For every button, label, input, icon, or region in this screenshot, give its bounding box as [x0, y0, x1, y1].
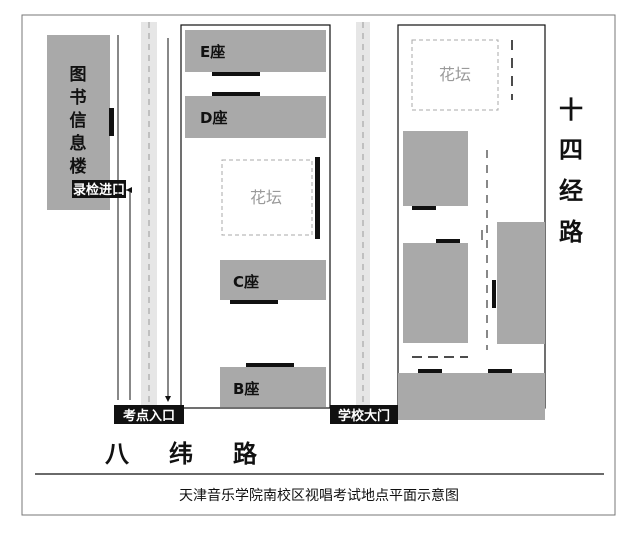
- right-building-2: [403, 243, 468, 343]
- right-road-char-3: 经: [559, 177, 583, 205]
- building-d-door: [212, 92, 260, 96]
- flower-bed-middle: [221, 159, 313, 236]
- building-b-label: B座: [233, 380, 259, 398]
- right-building-3: [497, 222, 545, 344]
- bottom-road-char-3: 路: [233, 440, 258, 468]
- road-band-middle: [356, 22, 370, 409]
- building-e-label: E座: [200, 43, 225, 61]
- recording-entrance-text: 录检进口: [73, 182, 125, 198]
- right-building-bottom-door-2: [488, 369, 512, 373]
- road-band-left: [141, 22, 157, 409]
- middle-block-outline: [180, 24, 331, 409]
- right-building-bottom-door-1: [418, 369, 442, 373]
- library-door-mark: [109, 108, 114, 136]
- building-c-label: C座: [233, 273, 259, 291]
- flower-bed-middle-label: 花坛: [250, 188, 282, 207]
- library-char-2: 书: [70, 88, 87, 108]
- flower-bed-middle-edge: [315, 157, 320, 239]
- building-b: [220, 367, 326, 407]
- arrow-head: [126, 187, 132, 193]
- recording-entrance-tag: [72, 180, 126, 198]
- building-e-door: [212, 72, 260, 76]
- exam-entrance-tag: [114, 405, 184, 424]
- library-char-4: 息: [70, 133, 87, 154]
- building-d-label: D座: [200, 109, 227, 127]
- bottom-road-char-2: 纬: [169, 440, 193, 468]
- right-building-1-door: [412, 206, 436, 210]
- flower-bed-right-label: 花坛: [439, 65, 471, 84]
- school-gate-text: 学校大门: [338, 408, 390, 424]
- building-e: [185, 30, 326, 72]
- building-c-door: [230, 300, 278, 304]
- school-gate-tag: [330, 405, 398, 424]
- map-caption: 天津音乐学院南校区视唱考试地点平面示意图: [179, 487, 459, 504]
- right-road-char-1: 十: [559, 96, 583, 124]
- building-d: [185, 96, 326, 138]
- right-building-3-door: [492, 280, 496, 308]
- right-building-bottom: [398, 373, 545, 420]
- library-char-5: 楼: [70, 156, 87, 177]
- building-b-door: [246, 363, 294, 367]
- right-building-1: [403, 131, 468, 206]
- bottom-road-char-1: 八: [105, 440, 130, 468]
- library-char-1: 图: [70, 65, 87, 85]
- building-c: [220, 260, 326, 300]
- right-road-char-4: 路: [559, 218, 584, 246]
- arrow-head-exam: [165, 396, 171, 402]
- library-char-3: 信: [70, 110, 87, 131]
- exam-entrance-text: 考点入口: [123, 408, 175, 424]
- flower-bed-right: [411, 39, 499, 111]
- right-building-2-door: [436, 239, 460, 243]
- right-road-char-2: 四: [559, 136, 583, 164]
